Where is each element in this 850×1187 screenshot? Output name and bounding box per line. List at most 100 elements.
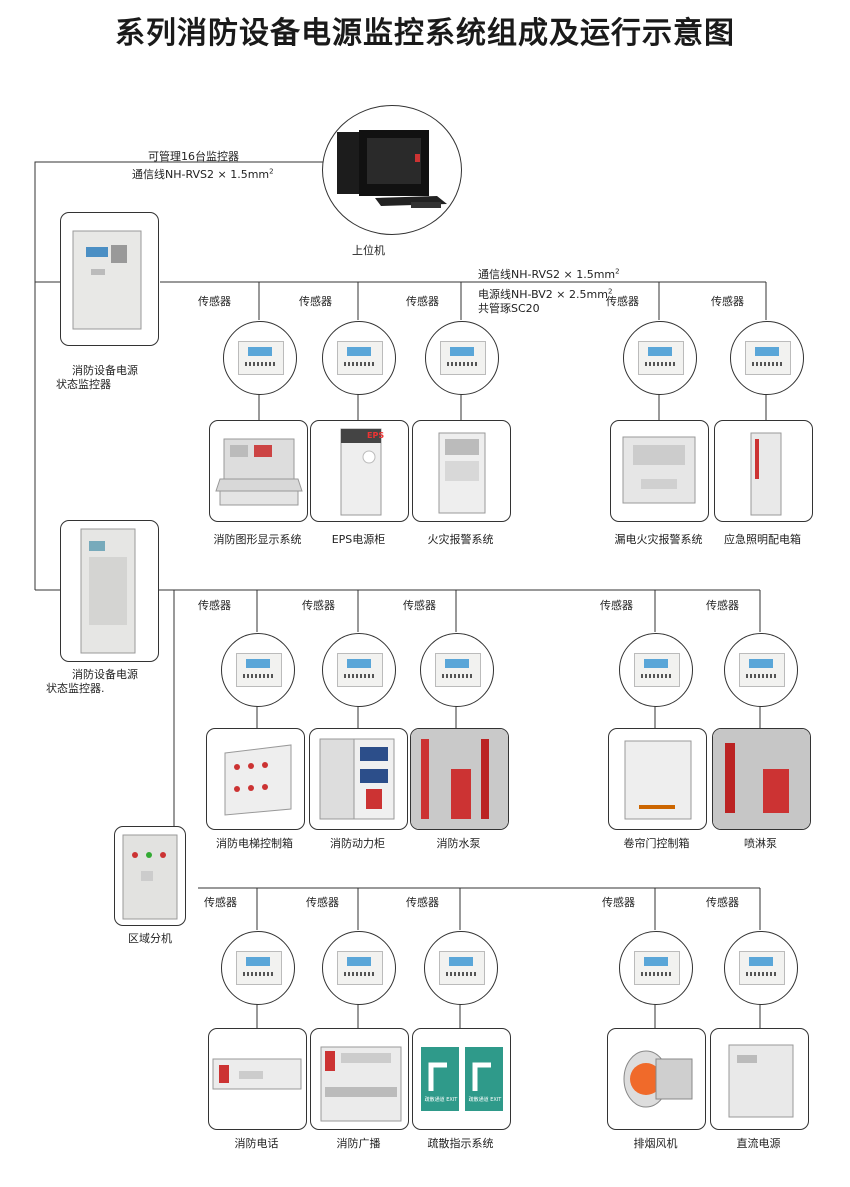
sensor-icon [745,341,791,375]
equipment-evacuation-sign: 疏散通道 EXIT 疏散通道 EXIT [412,1028,511,1130]
sensor-label: 传感器 [204,896,237,909]
sensor-node [223,321,297,395]
sensor-node [619,633,693,707]
monitor-panel-icon [72,230,142,330]
distribution-box-icon [750,432,782,516]
sensor-icon [440,341,486,375]
sensor-node [724,931,798,1005]
label-row3-5: 直流电源 [736,1137,781,1150]
sensor-node [730,321,804,395]
monitor2-label-1: 消防设备电源 [72,668,138,681]
sensor-node [221,633,295,707]
sensor-node [221,931,295,1005]
shutter-control-box-icon [624,740,692,820]
equipment-dc-power [710,1028,809,1130]
equipment-emergency-lighting [714,420,813,522]
sensor-icon [236,951,282,985]
label-row3-1: 消防电话 [234,1137,279,1150]
equipment-shutter-control [608,728,707,830]
sensor-label: 传感器 [606,295,639,308]
comm-note-top: 通信线NH-RVS2 × 1.5mm2 [132,167,274,181]
host-link-wire [34,161,325,590]
label-row2-5: 喷淋泵 [744,837,777,850]
equipment-fire-alarm [412,420,511,522]
fire-alarm-panel-icon [438,432,486,514]
host-computer-frame [322,105,462,235]
label-row2-3: 消防水泵 [436,837,481,850]
equipment-smoke-fan [607,1028,706,1130]
sensor-label: 传感器 [403,599,436,612]
host-label: 上位机 [352,244,385,257]
sensor-label: 传感器 [602,896,635,909]
conduit-note: 共管琢SC20 [478,302,540,315]
page-title: 系列消防设备电源监控系统组成及运行示意图 [115,16,735,51]
label-row1-3: 火灾报警系统 [427,533,494,546]
dc-power-box-icon [728,1044,794,1118]
label-row2-2: 消防动力柜 [330,837,385,850]
power-cabinet-icon [319,738,395,820]
region-unit [114,826,186,926]
broadcast-rack-icon [320,1046,402,1122]
equipment-sprinkler-pump [712,728,811,830]
label-row3-2: 消防广播 [336,1137,381,1150]
sensor-icon [634,951,680,985]
sensor-node [420,633,494,707]
exit-text-1: 疏散通道 EXIT [424,1097,458,1103]
sensor-label: 传感器 [306,896,339,909]
manage-note: 可管理16台监控器 [148,150,239,163]
sensor-label: 传感器 [711,295,744,308]
label-row3-4: 排烟风机 [633,1137,678,1150]
equipment-eps-cabinet: EPS [310,420,409,522]
sensor-node [322,633,396,707]
smoke-fan-icon [623,1050,693,1108]
sensor-icon [238,341,284,375]
equipment-fire-telephone [208,1028,307,1130]
water-pump-icon [411,729,508,829]
sensor-node [322,931,396,1005]
sensor-icon [236,653,282,687]
sensor-node [619,931,693,1005]
sensor-label: 传感器 [706,896,739,909]
sensor-icon [337,341,383,375]
elevator-control-box-icon [224,744,292,816]
sensor-label: 传感器 [706,599,739,612]
sensor-node [623,321,697,395]
label-row2-4: 卷帘门控制箱 [623,837,690,850]
sensor-node [424,931,498,1005]
sensor-label: 传感器 [198,295,231,308]
exit-text-2: 疏散通道 EXIT [468,1097,502,1103]
power-note-bus: 电源线NH-BV2 × 2.5mm2 [478,287,613,301]
sensor-icon [739,653,785,687]
sensor-node [724,633,798,707]
sensor-label: 传感器 [600,599,633,612]
sensor-node [425,321,499,395]
monitor2-label-2: 状态监控器. [46,682,105,695]
sensor-icon [634,653,680,687]
equipment-fire-broadcast [310,1028,409,1130]
sensor-label: 传感器 [302,599,335,612]
label-row3-3: 疏散指示系统 [427,1137,494,1150]
evacuation-sign-icon [421,1047,503,1111]
eps-cabinet-icon [340,428,382,516]
label-row1-1: 消防图形显示系统 [213,533,302,546]
sensor-label: 传感器 [406,295,439,308]
sensor-icon [739,951,785,985]
fire-telephone-icon [212,1058,302,1090]
label-row1-5: 应急照明配电箱 [724,533,801,546]
label-row1-4: 漏电火灾报警系统 [614,533,703,546]
sensor-icon [638,341,684,375]
sensor-label: 传感器 [406,896,439,909]
host-computer-icon [337,130,447,208]
label-row1-2: EPS电源柜 [331,533,386,546]
sensor-icon [337,653,383,687]
equipment-leakage-alarm [610,420,709,522]
equipment-power-cabinet [309,728,408,830]
control-console-icon [215,438,303,506]
sensor-label: 传感器 [299,295,332,308]
power-monitor-1 [60,212,159,346]
monitor1-label-1: 消防设备电源 [72,364,138,377]
monitor1-label-2: 状态监控器 [56,378,111,391]
region-label: 区域分机 [128,932,172,945]
sensor-icon [439,951,485,985]
power-monitor-2 [60,520,159,662]
